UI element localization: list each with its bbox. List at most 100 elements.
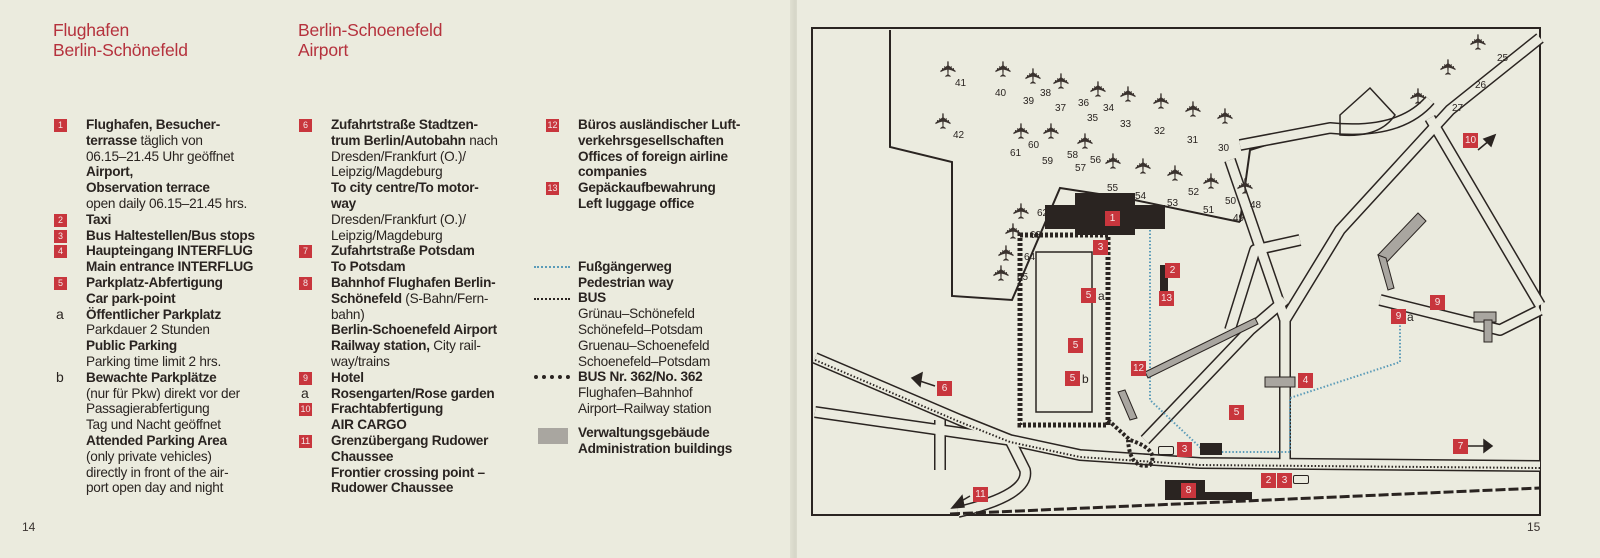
- legend-text: way: [331, 195, 356, 211]
- aircraft-stand-number: 48: [1250, 200, 1262, 211]
- legend-line: directly in front of the air-: [86, 465, 255, 481]
- bus-icon: [1158, 446, 1174, 455]
- legend-text: Pedestrian way: [578, 274, 674, 290]
- legend-line: Schoenefeld–Potsdam: [578, 354, 740, 370]
- legend-text: Bahnhof Flughafen Berlin-: [331, 274, 496, 290]
- legend-text: way/trains: [331, 353, 390, 369]
- bus362-symbol-icon: [534, 375, 570, 380]
- legend-line: Flughafen–Bahnhof: [578, 385, 740, 401]
- map-marker: 9: [1430, 295, 1445, 310]
- map-marker: 5: [1065, 371, 1080, 386]
- legend-text: Schönefeld–Potsdam: [578, 321, 703, 337]
- legend-text: Rudower Chaussee: [331, 480, 454, 496]
- aircraft-icon: ✈: [1009, 201, 1035, 221]
- legend-line: Parking time limit 2 hrs.: [86, 354, 255, 370]
- legend-entry: 3 Bus Haltestellen/Bus stops: [54, 228, 255, 244]
- legend-line: Parkdauer 2 Stunden: [86, 322, 255, 338]
- legend-entry: 2 Taxi: [54, 212, 255, 228]
- map-marker: 3: [1277, 473, 1292, 488]
- aircraft-stand-number: 59: [1042, 156, 1054, 167]
- legend-text: Parkplatz-Abfertigung: [86, 274, 223, 290]
- legend-marker: 8: [299, 276, 312, 290]
- bus-icon: [1293, 475, 1309, 484]
- aircraft-icon: ✈: [1073, 131, 1099, 151]
- legend-text: Frontier crossing point –: [331, 464, 485, 480]
- road-island: [1339, 86, 1396, 137]
- map-marker: 4: [1298, 373, 1313, 388]
- aircraft-stand-number: 26: [1475, 80, 1487, 91]
- legend-text: companies: [578, 164, 647, 180]
- legend-text: Rosengarten/Rose garden: [331, 385, 495, 401]
- legend-text: Bus Haltestellen/Bus stops: [86, 227, 255, 243]
- legend-line: Grünau–Schönefeld: [578, 306, 740, 322]
- legend-marker: 2: [54, 213, 67, 227]
- legend-line: (nur für Pkw) direkt vor der: [86, 386, 255, 402]
- aircraft-icon: ✈: [1009, 121, 1035, 141]
- legend-marker: 3: [54, 229, 67, 243]
- aircraft-stand-number: 60: [1028, 140, 1040, 151]
- legend-text: Attended Parking Area: [86, 432, 227, 448]
- legend-text: (only private vehicles): [86, 448, 212, 464]
- aircraft-icon: ✈: [1199, 171, 1225, 191]
- railway-line: [949, 486, 1541, 516]
- legend-text: Verwaltungsgebäude: [578, 424, 710, 440]
- legend-line: Grenzübergang Rudower: [331, 433, 498, 449]
- legend-line: terrasse täglich von: [86, 133, 255, 149]
- legend-text: Öffentlicher Parkplatz: [86, 306, 222, 322]
- legend-text: Dresden/Frankfurt (O.)/: [331, 211, 466, 227]
- map-marker: 1: [1105, 211, 1120, 226]
- bus-362-loop: [1017, 232, 1111, 428]
- aircraft-icon: ✈: [1116, 84, 1142, 104]
- legend-text: AIR CARGO: [331, 417, 407, 433]
- aircraft-icon: ✈: [1001, 221, 1027, 241]
- legend-line: Rudower Chaussee: [331, 480, 498, 496]
- legend-line: To city centre/To motor-: [331, 180, 498, 196]
- map-marker-suffix: b: [1082, 372, 1089, 386]
- legend-line: bahn): [331, 307, 498, 323]
- legend-line: Bahnhof Flughafen Berlin-: [331, 275, 498, 291]
- legend-text: port open day and night: [86, 480, 224, 496]
- aircraft-icon: ✈: [1021, 66, 1047, 86]
- legend-line: Public Parking: [86, 338, 255, 354]
- legend-line: verkehrsgesellschaften: [578, 133, 740, 149]
- legend-line: way: [331, 196, 498, 212]
- aircraft-stand-number: 39: [1023, 96, 1035, 107]
- legend-line: Airport–Railway station: [578, 401, 740, 417]
- aircraft-stand-number: 38: [1040, 88, 1052, 99]
- legend-line: Tag und Nacht geöffnet: [86, 417, 255, 433]
- legend-line: Verwaltungsgebäude: [578, 425, 740, 441]
- aircraft-icon: ✈: [1131, 156, 1157, 176]
- page-number-left: 14: [22, 520, 36, 534]
- legend-text: Gepäckaufbewahrung: [578, 180, 716, 196]
- legend-text: Grenzübergang Rudower: [331, 432, 489, 448]
- legend-line: Bus Haltestellen/Bus stops: [86, 228, 255, 244]
- aircraft-stand-number: 34: [1103, 103, 1115, 114]
- legend-text: Taxi: [86, 211, 112, 227]
- admin-symbol-icon: [538, 427, 568, 444]
- map-marker: 8: [1181, 483, 1196, 498]
- aircraft-stand-number: 32: [1154, 126, 1166, 137]
- legend-text: Parking time limit 2 hrs.: [86, 353, 222, 369]
- legend-letter: b: [56, 368, 64, 385]
- legend-line: Haupteingang INTERFLUG: [86, 243, 255, 259]
- legend-text: directly in front of the air-: [86, 464, 229, 480]
- legend-text: Hotel: [331, 369, 364, 385]
- aircraft-stand-number: 30: [1218, 143, 1230, 154]
- legend-marker: 11: [299, 434, 312, 448]
- legend-text: 06.15–21.45 Uhr geöffnet: [86, 148, 234, 164]
- aircraft-stand-number: 52: [1188, 187, 1200, 198]
- legend-text: Schönefeld: [331, 290, 402, 306]
- legend-line: way/trains: [331, 354, 498, 370]
- legend-line: Administration buildings: [578, 441, 740, 457]
- aircraft-stand-number: 57: [1075, 163, 1087, 174]
- aircraft-stand-number: 63: [1030, 230, 1042, 241]
- legend-text: Büros ausländischer Luft-: [578, 117, 741, 132]
- legend-line: Leipzig/Magdeburg: [331, 164, 498, 180]
- legend-marker: 10: [299, 403, 312, 417]
- legend-text: Chaussee: [331, 448, 394, 464]
